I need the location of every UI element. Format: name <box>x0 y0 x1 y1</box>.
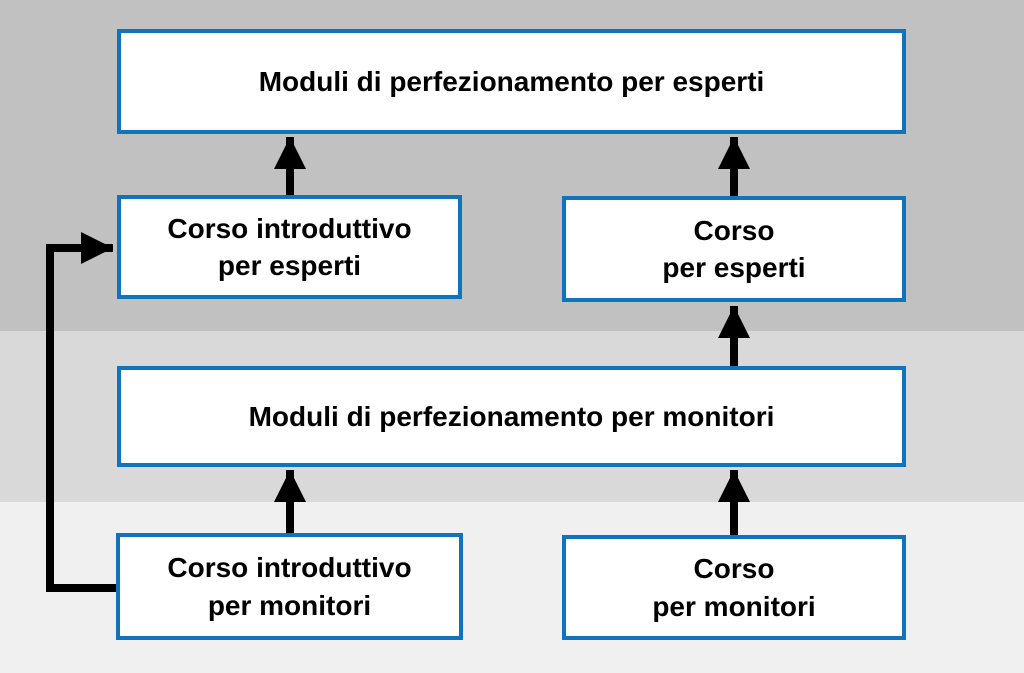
node-corso-monitori: Corso per monitori <box>562 535 906 640</box>
node-corso-introduttivo-esperti: Corso introduttivo per esperti <box>117 195 462 299</box>
node-moduli-perfezionamento-esperti: Moduli di perfezionamento per esperti <box>117 29 906 134</box>
node-corso-esperti: Corso per esperti <box>562 196 906 302</box>
arrow-elbow-corso-introduttivo-monitori-to-corso-introduttivo-esperti <box>46 232 116 592</box>
node-corso-introduttivo-monitori: Corso introduttivo per monitori <box>116 533 463 640</box>
node-moduli-perfezionamento-monitori: Moduli di perfezionamento per monitori <box>117 366 906 467</box>
